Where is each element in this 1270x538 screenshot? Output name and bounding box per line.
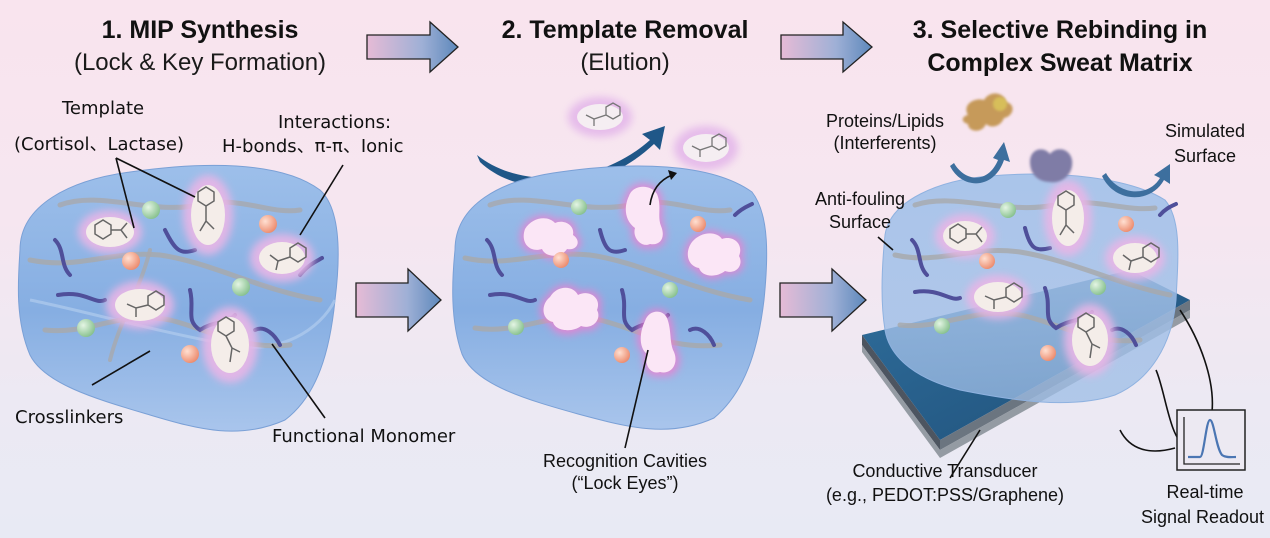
- cavity-release-arrow: [649, 170, 677, 206]
- interferents-label: Proteins/Lipids: [825, 111, 945, 131]
- interactions-list: H-bonds、π-π、Ionic: [222, 136, 404, 157]
- eluted-templates: [568, 97, 738, 170]
- process-arrow-1-2-middle: [355, 267, 442, 333]
- repel-arrow-interferents: [950, 142, 1010, 184]
- simulated-surface-label: Simulated: [1164, 121, 1246, 141]
- crosslinker-nodes-panel2: [508, 199, 706, 363]
- interferent-lipid-blob: [1030, 149, 1073, 183]
- recognition-cavities-label: Recognition Cavities: [542, 451, 708, 471]
- process-arrow-1-2-top: [366, 20, 459, 74]
- signal-readout-box: [1176, 409, 1246, 471]
- signal-wire-2: [1179, 309, 1214, 413]
- leader-line-template-a: [115, 157, 135, 229]
- antifouling-sublabel: Surface: [828, 212, 892, 232]
- crosslinker-node: [232, 278, 250, 296]
- crosslinkers-label: Crosslinkers: [15, 407, 124, 428]
- repel-arrow-simulated: [1102, 164, 1170, 198]
- recognition-cavity: [684, 230, 744, 279]
- step2-subtitle: (Elution): [580, 49, 670, 76]
- rebound-molecule: [935, 214, 995, 258]
- interferent-protein-blob: [962, 93, 1013, 131]
- crosslinker-node: [1040, 345, 1056, 361]
- leader-lines-panel1: [91, 157, 344, 419]
- leader-line-antifouling: [877, 236, 894, 251]
- template-molecule: [250, 234, 314, 282]
- eluted-molecule: [568, 97, 632, 137]
- readout-sublabel: Signal Readout: [1140, 507, 1265, 527]
- template-molecule: [202, 307, 258, 383]
- template-molecule: [106, 281, 174, 329]
- recognition-cavities: [520, 183, 744, 377]
- leader-line-template-b: [115, 157, 196, 198]
- crosslinker-node: [1118, 216, 1134, 232]
- recognition-cavity: [622, 183, 667, 249]
- crosslinker-node: [122, 252, 140, 270]
- step3-subtitle: Complex Sweat Matrix: [927, 49, 1193, 77]
- crosslinker-node: [1090, 279, 1106, 295]
- readout-label: Real-time: [1166, 482, 1244, 502]
- signal-wire-3: [1119, 429, 1176, 452]
- simulated-surface-sublabel: Surface: [1173, 146, 1237, 166]
- crosslinker-node: [1000, 202, 1016, 218]
- crosslinker-node: [553, 252, 569, 268]
- crosslinker-node: [259, 215, 277, 233]
- rebound-molecule: [1044, 180, 1092, 256]
- crosslinker-node: [571, 199, 587, 215]
- step1-title: 1. MIP Synthesis: [101, 16, 299, 44]
- crosslinker-node: [77, 319, 95, 337]
- leader-line-transducer: [949, 429, 981, 479]
- crosslinker-node: [142, 201, 160, 219]
- leader-line-monomer: [271, 343, 326, 419]
- crosslinker-node: [508, 319, 524, 335]
- crosslinker-node: [662, 282, 678, 298]
- readout-axes: [1183, 417, 1240, 465]
- functional-monomer-label: Functional Monomer: [272, 426, 456, 447]
- interactions-label: Interactions:: [278, 112, 392, 133]
- crosslinker-node: [934, 318, 950, 334]
- step3-title: 3. Selective Rebinding in: [912, 16, 1208, 44]
- leader-line-cavities: [624, 349, 649, 449]
- leader-line-interactions: [299, 164, 344, 236]
- transducer-sublabel: (e.g., PEDOT:PSS/Graphene): [825, 485, 1065, 505]
- crosslinker-nodes-panel1: [77, 201, 277, 363]
- crosslinker-node: [690, 216, 706, 232]
- template-label: Template: [62, 98, 145, 119]
- template-molecule: [183, 175, 233, 255]
- leader-line-crosslinkers: [91, 350, 151, 386]
- recognition-cavity: [637, 308, 680, 377]
- process-arrow-2-3-middle: [779, 267, 867, 333]
- crosslinker-node: [181, 345, 199, 363]
- recognition-cavity: [539, 284, 602, 335]
- eluted-molecule: [674, 126, 738, 170]
- antifouling-label: Anti-fouling: [814, 189, 906, 209]
- crosslinker-node: [614, 347, 630, 363]
- template-molecule: [78, 210, 142, 254]
- template-molecules-panel1: [78, 175, 314, 383]
- recognition-cavity: [520, 215, 582, 260]
- rebound-molecule: [1105, 236, 1165, 280]
- process-arrow-2-3-top: [780, 20, 873, 74]
- crosslinker-nodes-panel3: [934, 202, 1134, 361]
- interferents-sublabel: (Interferents): [833, 133, 937, 153]
- transducer-label: Conductive Transducer: [852, 461, 1038, 481]
- lock-eyes-label: (“Lock Eyes”): [571, 473, 679, 493]
- readout-signal-peak: [1188, 418, 1237, 459]
- rebound-molecule: [1064, 304, 1116, 376]
- rebound-templates: [935, 180, 1165, 376]
- step1-subtitle: (Lock & Key Formation): [73, 49, 327, 76]
- step2-title: 2. Template Removal: [501, 16, 749, 44]
- crosslinker-node: [979, 253, 995, 269]
- rebound-molecule: [966, 275, 1030, 319]
- template-examples-label: (Cortisol、Lactase): [14, 134, 184, 155]
